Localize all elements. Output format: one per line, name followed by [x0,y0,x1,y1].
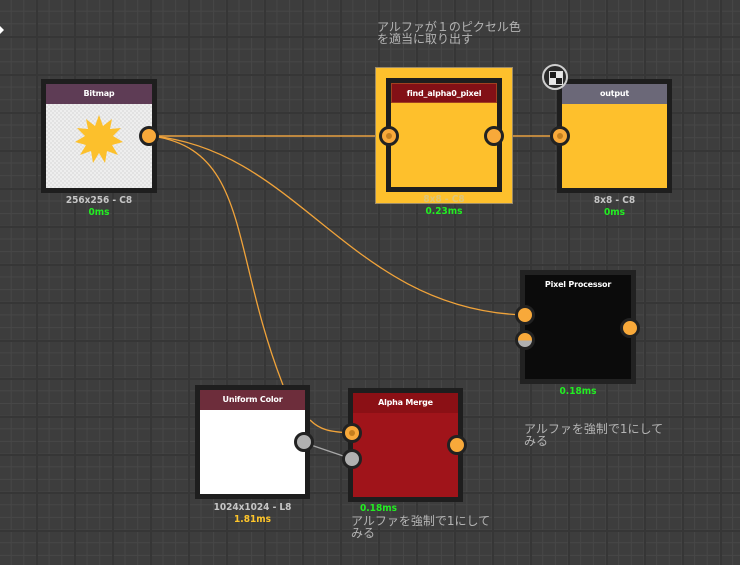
node-time: 0ms [604,207,625,218]
node-alpha-merge[interactable]: Alpha Merge [342,388,467,502]
node-time: 0ms [88,207,110,218]
comment-find-alpha[interactable]: アルファが１のピクセル色 を適当に取り出す [377,20,521,46]
node-time: 0.18ms [360,503,397,514]
node-find-alpha[interactable]: find_alpha0_pixel [379,78,504,192]
node-resolution: 256x256 - C8 [65,195,133,206]
alpha-merge-output-port[interactable] [447,435,467,455]
node-title: find_alpha0_pixel [391,83,497,103]
uniform-color-output-port[interactable] [294,432,314,452]
find-alpha-meta: 8x8 - C8 0.23ms [386,194,502,218]
wire-bitmap-to-pixel-processor[interactable] [151,135,526,316]
bitmap-output-port[interactable] [139,126,159,146]
node-title: Uniform Color [200,390,305,410]
node-time: 1.81ms [234,514,271,525]
node-resolution: 1024x1024 - L8 [213,502,292,513]
alpha-merge-input-port-2[interactable] [342,449,362,469]
node-bitmap[interactable]: Bitmap [41,79,159,193]
node-uniform-color[interactable]: Uniform Color [195,385,314,499]
node-output[interactable]: output [550,79,672,193]
pixel-processor-meta: 0.18ms [520,386,636,398]
output-meta: 8x8 - C8 0ms [557,195,672,219]
node-title: output [562,84,667,104]
node-time: 0.18ms [559,386,597,397]
node-title: Pixel Processor [544,280,612,289]
node-resolution: 8x8 - C8 [593,195,636,206]
pixel-processor-input-port-2[interactable] [515,330,535,350]
node-title: Bitmap [46,84,152,104]
starburst-icon [75,115,123,163]
mouse-cursor-icon [0,26,4,34]
uniform-color-meta: 1024x1024 - L8 1.81ms [195,502,310,526]
node-pixel-processor[interactable]: Pixel Processor [515,270,640,384]
output-input-port[interactable] [550,126,570,146]
alpha-merge-meta: 0.18ms [348,503,463,515]
bitmap-preview: Bitmap [46,84,152,188]
node-time: 0.23ms [425,206,463,217]
wire-bitmap-to-uniform-color[interactable] [151,135,284,386]
pixel-processor-input-port-1[interactable] [515,305,535,325]
alpha-merge-input-port-1[interactable] [342,423,362,443]
find-alpha-input-port[interactable] [379,126,399,146]
pixel-processor-output-port[interactable] [620,318,640,338]
node-title: Alpha Merge [353,393,458,413]
checkerboard-icon[interactable] [542,64,568,90]
find-alpha-output-port[interactable] [484,126,504,146]
node-resolution: 8x8 - C8 [423,194,465,205]
bitmap-meta: 256x256 - C8 0ms [41,195,157,219]
comment-pixel-processor[interactable]: アルファを強制で1にして みる [524,422,664,448]
comment-alpha-merge[interactable]: アルファを強制で1にして みる [351,514,491,540]
